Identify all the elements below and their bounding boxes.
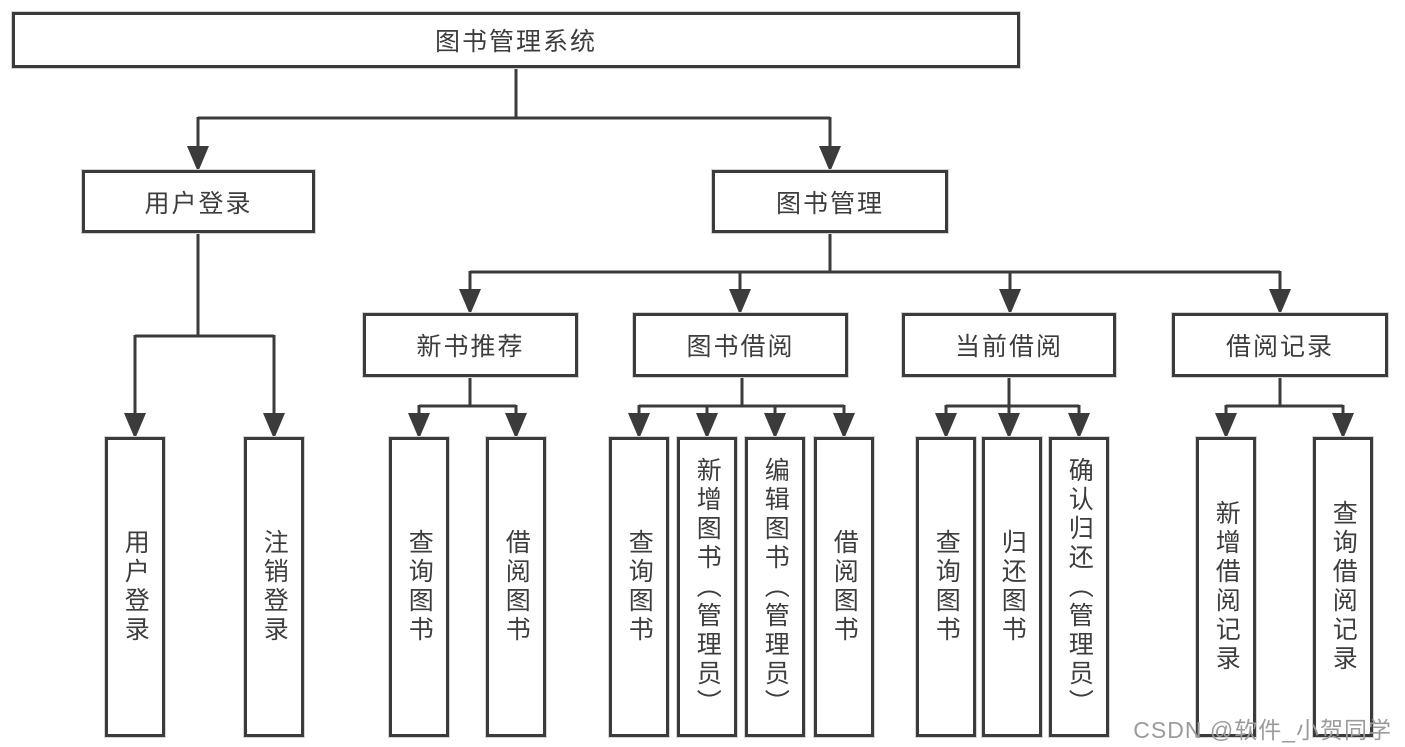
node-label: 借阅图书: [830, 529, 859, 645]
node-label: 图书管理: [775, 189, 884, 218]
node-label: 图书管理系统: [434, 28, 597, 56]
leaf-edit-book-admin: 编辑图书（管理员）: [745, 437, 805, 737]
leaf-borrow-books-recommend: 借阅图书: [486, 437, 546, 737]
node-label: 新增图书（管理员）: [693, 456, 722, 718]
node-current-borrowing: 当前借阅: [902, 313, 1116, 377]
node-label: 查询图书: [405, 529, 434, 645]
leaf-user-login: 用户登录: [105, 437, 165, 737]
node-label: 图书借阅: [686, 333, 795, 361]
node-label: 查询借阅记录: [1329, 500, 1358, 674]
node-borrow-records: 借阅记录: [1172, 313, 1388, 377]
node-label: 当前借阅: [954, 333, 1063, 361]
leaf-query-borrow-record: 查询借阅记录: [1313, 437, 1373, 737]
node-label: 查询图书: [625, 529, 654, 645]
leaf-confirm-return-admin: 确认归还（管理员）: [1049, 437, 1109, 737]
node-label: 归还图书: [998, 529, 1027, 645]
leaf-logout: 注销登录: [244, 437, 304, 737]
leaf-add-book-admin: 新增图书（管理员）: [677, 437, 737, 737]
leaf-borrow-books: 借阅图书: [814, 437, 874, 737]
node-label: 用户登录: [121, 529, 150, 645]
leaf-query-books-recommend: 查询图书: [389, 437, 449, 737]
node-label: 借阅记录: [1225, 333, 1334, 361]
node-book-borrowing: 图书借阅: [633, 313, 848, 377]
node-label: 新书推荐: [416, 333, 525, 361]
node-new-book-recommend: 新书推荐: [363, 313, 578, 377]
leaf-return-books: 归还图书: [982, 437, 1042, 737]
node-label: 查询图书: [932, 529, 961, 645]
leaf-add-borrow-record: 新增借阅记录: [1196, 437, 1256, 737]
node-label: 新增借阅记录: [1212, 500, 1241, 674]
node-label: 用户登录: [144, 189, 253, 218]
leaf-query-books-current: 查询图书: [916, 437, 976, 737]
node-library-management-system: 图书管理系统: [12, 12, 1020, 68]
node-label: 确认归还（管理员）: [1065, 456, 1094, 718]
node-label: 借阅图书: [502, 529, 531, 645]
csdn-watermark: CSDN @软件_小贺同学: [1133, 717, 1392, 743]
node-label: 编辑图书（管理员）: [761, 456, 790, 718]
node-book-management: 图书管理: [712, 170, 948, 233]
leaf-query-books-borrowing: 查询图书: [609, 437, 669, 737]
node-user-login: 用户登录: [82, 170, 315, 233]
node-label: 注销登录: [260, 529, 289, 645]
